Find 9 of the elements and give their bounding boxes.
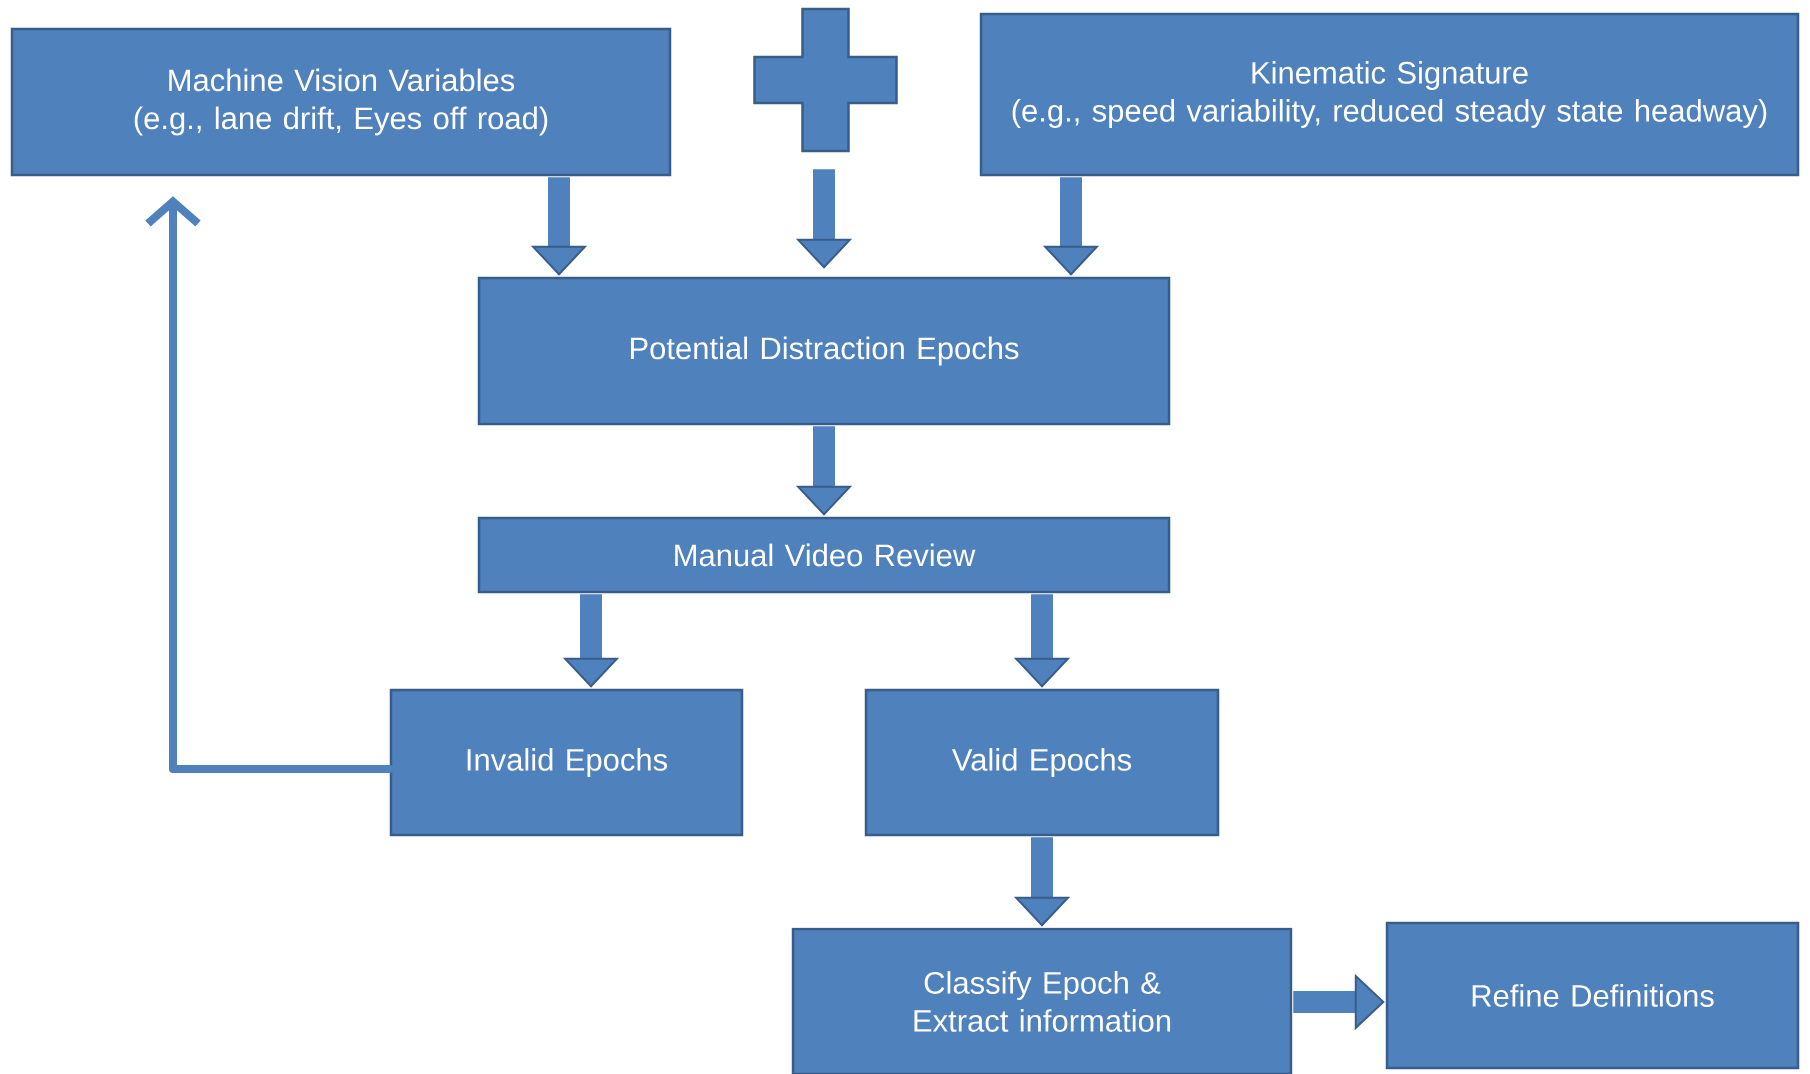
- process-box: Kinematic Signature (e.g., speed variability, reduced steady state headway): [979, 12, 1800, 177]
- process-box: Valid Epochs: [864, 688, 1220, 837]
- plus-sign: [753, 7, 898, 153]
- process-box: Classify Epoch & Extract information: [791, 927, 1293, 1074]
- process-box: Potential Distraction Epochs: [477, 276, 1171, 426]
- process-box: Refine Definitions: [1385, 921, 1800, 1070]
- process-box: Invalid Epochs: [389, 688, 744, 837]
- process-box: Machine Vision Variables (e.g., lane drift, Eyes off road): [10, 27, 672, 177]
- arrow: [145, 196, 394, 773]
